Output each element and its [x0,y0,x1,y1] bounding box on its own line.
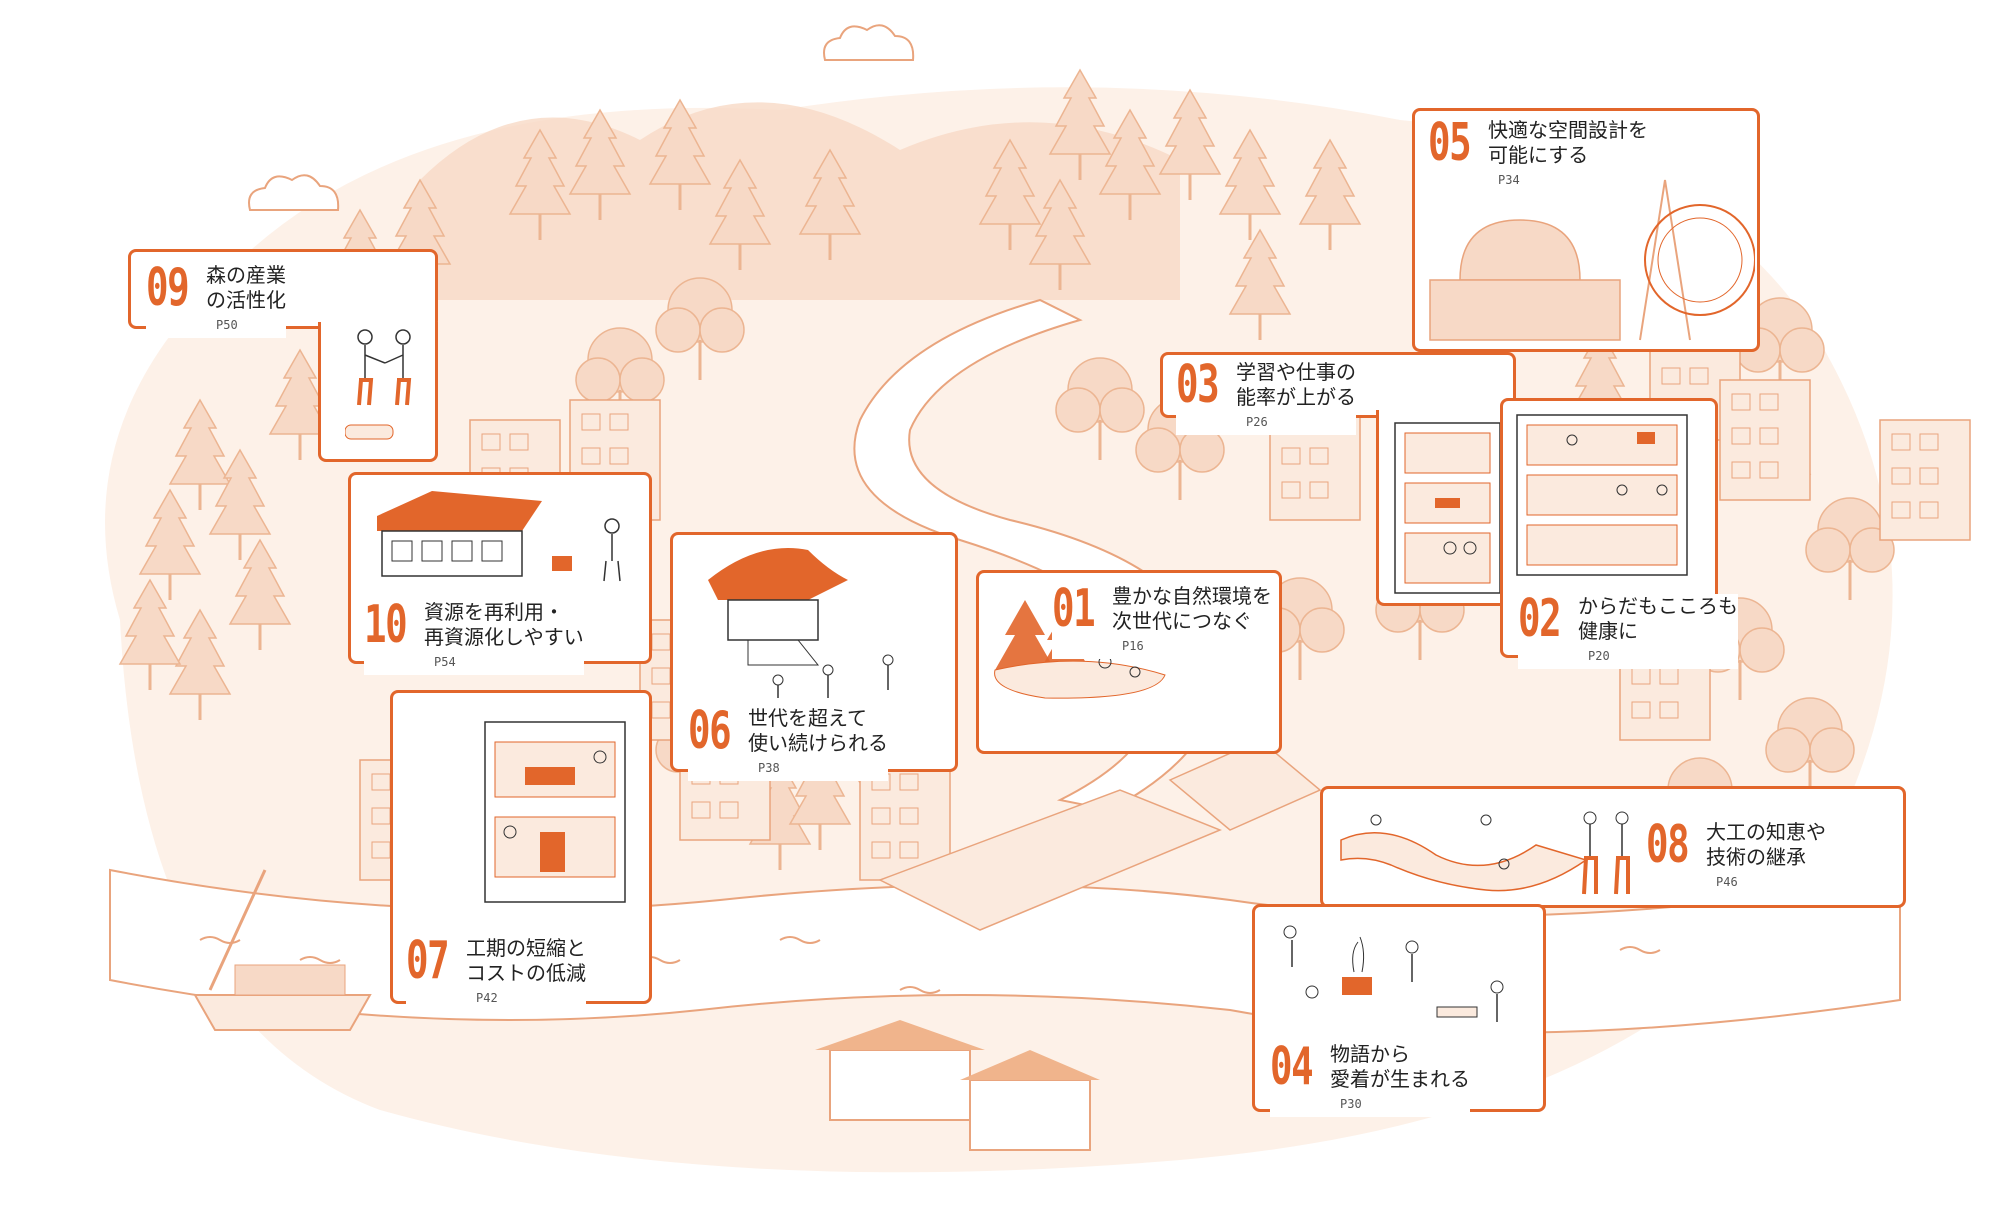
page-07: P42 [476,991,498,1005]
title-06-line1: 世代を超えて [748,706,867,730]
label-04[interactable]: 04 物語から 愛着が生まれる P30 [1270,1037,1470,1117]
title-05-line2: 可能にする [1488,143,1589,167]
page-05: P34 [1498,173,1520,187]
title-02-line2: 健康に [1578,619,1638,643]
page-03: P26 [1246,415,1268,429]
office-building-illustration [1394,422,1501,594]
title-09-line2: の活性化 [206,288,286,312]
number-01: 01 [1052,579,1096,639]
title-07-line1: 工期の短縮と [466,936,586,960]
number-10: 10 [364,595,408,655]
building-construction-illustration [484,721,626,903]
title-02-line1: からだもこころも [1578,594,1738,618]
handshake-illustration [345,329,412,440]
carpenters-illustration [1582,811,1630,895]
label-09[interactable]: 09 森の産業 の活性化 P50 [146,258,286,338]
label-08[interactable]: 08 大工の知恵や 技術の継承 P46 [1646,815,1826,895]
healthy-building-illustration [1516,414,1688,576]
label-05[interactable]: 05 快適な空間設計を 可能にする P34 [1428,113,1648,193]
number-07: 07 [406,931,450,991]
number-04: 04 [1270,1037,1314,1097]
label-06[interactable]: 06 世代を超えて 使い続けられる P38 [688,701,888,781]
title-08-line2: 技術の継承 [1706,845,1806,869]
page-10: P54 [434,655,456,669]
shrine-illustration [708,548,894,698]
page-08: P46 [1716,875,1738,889]
title-01-line1: 豊かな自然環境を [1112,584,1272,608]
number-09: 09 [146,258,190,318]
page-09: P50 [216,318,238,332]
label-01[interactable]: 01 豊かな自然環境を 次世代につなぐ P16 [1052,579,1272,659]
dome-building-illustration [1429,179,1755,341]
title-07-line2: コストの低減 [466,961,586,985]
number-08: 08 [1646,815,1690,875]
title-08-line1: 大工の知恵や [1706,820,1826,844]
title-06-line2: 使い続けられる [748,731,888,755]
label-07[interactable]: 07 工期の短縮と コストの低減 P42 [406,931,586,1011]
page-06: P38 [758,761,780,775]
label-02[interactable]: 02 からだもこころも 健康に P20 [1518,589,1738,669]
number-03: 03 [1176,355,1220,415]
number-06: 06 [688,701,732,761]
title-04-line1: 物語から [1330,1042,1410,1066]
page-02: P20 [1588,649,1610,663]
campfire-gathering-illustration [1283,925,1504,1022]
title-05-line1: 快適な空間設計を [1488,118,1648,142]
title-10-line1: 資源を再利用・ [424,600,564,624]
recycle-center-illustration [377,491,621,582]
label-10[interactable]: 10 資源を再利用・ 再資源化しやすい P54 [364,595,584,675]
number-02: 02 [1518,589,1562,649]
title-10-line2: 再資源化しやすい [424,625,584,649]
title-09-line1: 森の産業 [206,263,286,287]
title-03-line1: 学習や仕事の [1236,360,1356,384]
page-04: P30 [1340,1097,1362,1111]
carpentry-illustration [1340,814,1588,892]
title-03-line2: 能率が上がる [1236,385,1356,409]
number-05: 05 [1428,113,1472,173]
title-04-line2: 愛着が生まれる [1330,1067,1470,1091]
label-03[interactable]: 03 学習や仕事の 能率が上がる P26 [1176,355,1356,435]
page-01: P16 [1122,639,1144,653]
title-01-line2: 次世代につなぐ [1112,609,1252,633]
